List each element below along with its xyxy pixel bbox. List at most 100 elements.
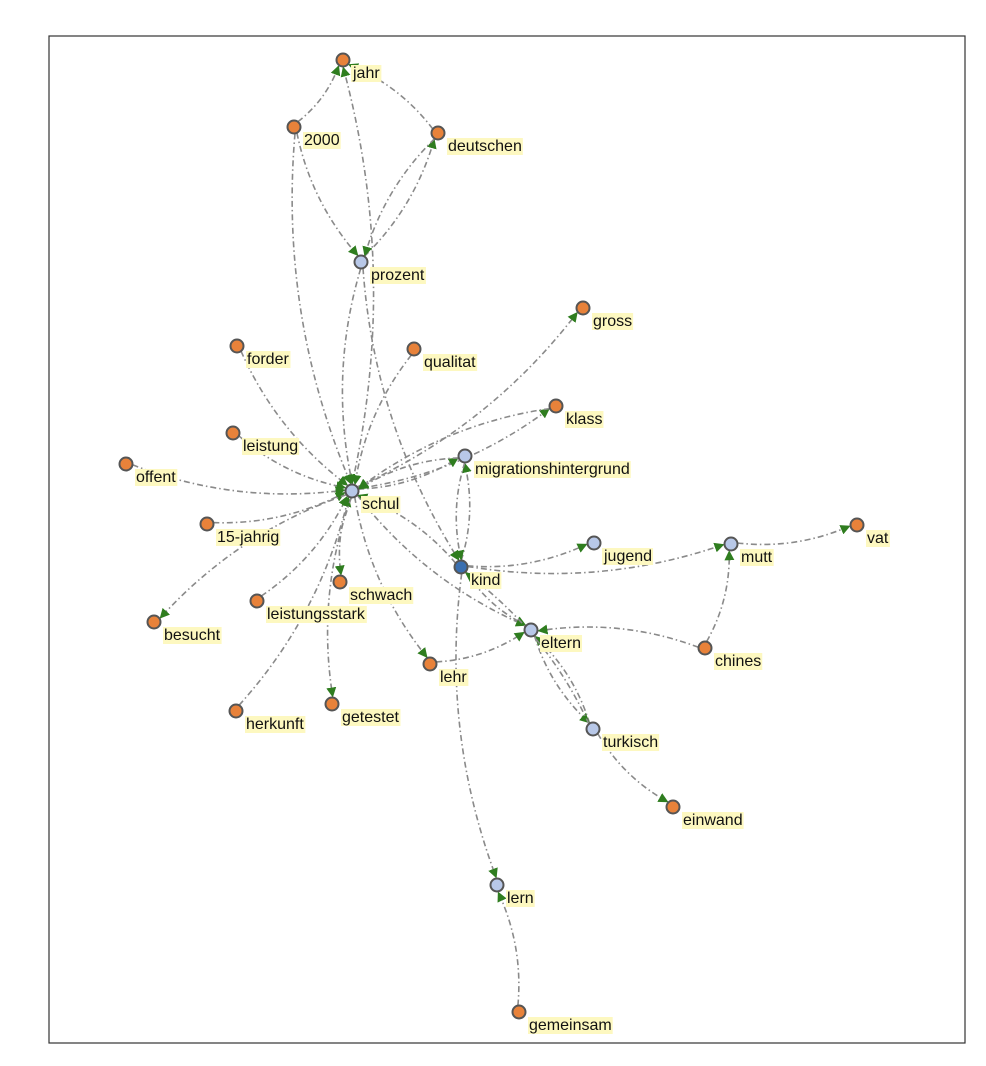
node-jahr-marker[interactable]	[335, 52, 351, 68]
plot-frame	[48, 35, 966, 1044]
node-lehr-label-bg	[439, 669, 469, 686]
node-gross[interactable]: gross	[575, 300, 634, 331]
node-leistungsstark-marker[interactable]	[249, 593, 265, 609]
node-jugend[interactable]: jugend	[586, 535, 654, 566]
node-schwach[interactable]: schwach	[332, 574, 414, 605]
node-qualitat[interactable]: qualitat	[406, 341, 478, 372]
node-15-jahrig-marker[interactable]	[199, 516, 215, 532]
node-prozent-label: prozent	[371, 267, 425, 284]
node-leistung[interactable]: leistung	[225, 425, 300, 456]
edge-kind-to-mutt	[467, 542, 725, 575]
edge-turkisch-to-kind	[464, 572, 590, 725]
node-schwach-label-bg	[349, 587, 414, 604]
node-herkunft[interactable]: herkunft	[228, 703, 306, 734]
node-vat[interactable]: vat	[849, 517, 890, 548]
node-chines[interactable]: chines	[697, 640, 763, 671]
node-eltern-marker[interactable]	[523, 622, 539, 638]
node-prozent-label-bg	[370, 267, 426, 284]
node-2000-label-bg	[303, 132, 341, 149]
node-getestet-marker[interactable]	[324, 696, 340, 712]
node-offent[interactable]: offent	[118, 456, 178, 487]
node-vat-marker[interactable]	[849, 517, 865, 533]
node-gemeinsam-marker[interactable]	[511, 1004, 527, 1020]
node-eltern-label: eltern	[541, 635, 581, 652]
node-gross-marker[interactable]	[575, 300, 591, 316]
node-schul-label: schul	[362, 496, 399, 513]
edge-2000-to-schul	[291, 133, 352, 485]
node-einwand[interactable]: einwand	[665, 799, 744, 830]
node-getestet[interactable]: getestet	[324, 696, 401, 727]
edge-qualitat-to-schul	[351, 354, 413, 486]
node-turkisch-label-bg	[602, 734, 660, 751]
edge-migrationshintergrund-to-kind	[454, 462, 466, 561]
edge-prozent-to-schul	[341, 268, 362, 485]
node-eltern[interactable]: eltern	[523, 622, 583, 653]
node-prozent-marker[interactable]	[353, 254, 369, 270]
node-15-jahrig[interactable]: 15-jahrig	[199, 516, 281, 547]
node-kind-marker[interactable]	[453, 559, 469, 575]
node-layer: jahr 2000 deutschen prozent gross forder quali…	[118, 52, 890, 1035]
node-prozent[interactable]: prozent	[353, 254, 426, 285]
node-qualitat-label-bg	[423, 354, 478, 371]
node-mutt[interactable]: mutt	[723, 536, 774, 567]
node-schwach-marker[interactable]	[332, 574, 348, 590]
node-chines-label-bg	[714, 653, 763, 670]
node-kind-label-bg	[470, 572, 502, 589]
node-getestet-label: getestet	[342, 709, 399, 726]
node-klass-marker[interactable]	[548, 398, 564, 414]
edge-prozent-to-kind	[362, 268, 460, 561]
node-turkisch[interactable]: turkisch	[585, 721, 660, 752]
node-jugend-label: jugend	[603, 548, 652, 565]
node-mutt-marker[interactable]	[723, 536, 739, 552]
node-2000-marker[interactable]	[286, 119, 302, 135]
node-gemeinsam[interactable]: gemeinsam	[511, 1004, 613, 1035]
node-migrationshintergrund[interactable]: migrationshintergrund	[457, 448, 631, 479]
node-qualitat-label: qualitat	[424, 354, 476, 371]
edge-mutt-to-vat	[737, 525, 851, 546]
node-offent-marker[interactable]	[118, 456, 134, 472]
node-chines-marker[interactable]	[697, 640, 713, 656]
edge-offent-to-schul	[132, 464, 346, 497]
node-besucht-label-bg	[163, 627, 222, 644]
node-getestet-label-bg	[341, 709, 401, 726]
node-qualitat-marker[interactable]	[406, 341, 422, 357]
node-lern[interactable]: lern	[489, 877, 535, 908]
node-besucht-label: besucht	[164, 627, 221, 644]
node-lehr[interactable]: lehr	[422, 656, 469, 687]
node-mutt-label: mutt	[741, 549, 773, 566]
edge-chines-to-eltern	[537, 624, 699, 649]
node-herkunft-marker[interactable]	[228, 703, 244, 719]
node-leistungsstark[interactable]: leistungsstark	[249, 593, 367, 624]
node-schul-marker[interactable]	[344, 483, 360, 499]
node-schul-label-bg	[361, 496, 401, 513]
node-klass[interactable]: klass	[548, 398, 604, 429]
node-jugend-marker[interactable]	[586, 535, 602, 551]
node-kind[interactable]: kind	[453, 559, 502, 590]
edge-chines-to-mutt	[705, 550, 735, 643]
node-forder-label: forder	[247, 351, 289, 368]
node-migrationshintergrund-marker[interactable]	[457, 448, 473, 464]
node-jahr[interactable]: jahr	[335, 52, 382, 83]
node-lern-marker[interactable]	[489, 877, 505, 893]
edge-lehr-to-eltern	[436, 631, 525, 663]
node-einwand-marker[interactable]	[665, 799, 681, 815]
node-2000-label: 2000	[304, 132, 340, 149]
node-lehr-marker[interactable]	[422, 656, 438, 672]
node-offent-label: offent	[136, 469, 176, 486]
node-2000[interactable]: 2000	[286, 119, 341, 150]
node-besucht-marker[interactable]	[146, 614, 162, 630]
edge-schul-to-getestet	[326, 497, 353, 698]
node-turkisch-marker[interactable]	[585, 721, 601, 737]
node-schul[interactable]: schul	[344, 483, 401, 514]
node-gross-label: gross	[593, 313, 632, 330]
edge-gemeinsam-to-lern	[497, 891, 520, 1006]
node-leistung-marker[interactable]	[225, 425, 241, 441]
node-deutschen-marker[interactable]	[430, 125, 446, 141]
node-offent-label-bg	[135, 469, 178, 486]
node-besucht[interactable]: besucht	[146, 614, 222, 645]
node-eltern-label-bg	[540, 635, 583, 652]
node-forder[interactable]: forder	[229, 338, 291, 369]
node-forder-marker[interactable]	[229, 338, 245, 354]
node-deutschen-label-bg	[447, 138, 523, 155]
node-deutschen[interactable]: deutschen	[430, 125, 523, 156]
